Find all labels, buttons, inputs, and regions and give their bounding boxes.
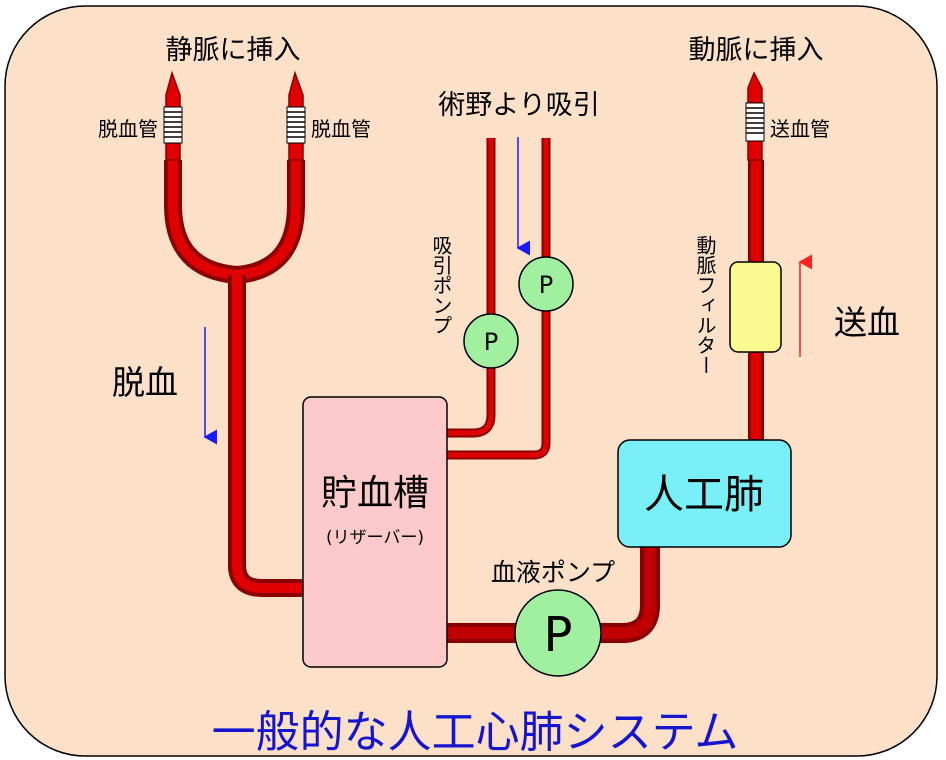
reservoir-sub-label: (リザーバー) xyxy=(326,528,424,548)
suction-pump-circle-upper xyxy=(518,256,574,312)
arterial-filter-label: 動脈フィルター xyxy=(693,235,717,375)
suction-pump-symbol-upper: P xyxy=(539,271,553,299)
drain-tube-right-label: 脱血管 xyxy=(311,117,371,141)
suction-pump-symbol-lower: P xyxy=(484,328,498,356)
right-drain-cannula xyxy=(286,70,306,161)
arterial-cannula xyxy=(745,71,765,161)
reservoir-label: 貯血槽 xyxy=(321,473,429,514)
drain-tube-left-label: 脱血管 xyxy=(98,117,158,141)
suction-pump-circle-lower xyxy=(463,313,519,369)
suction-tube-right xyxy=(447,138,551,460)
artery-insert-label: 動脈に挿入 xyxy=(689,35,824,66)
suction-pump-label: 吸引ポンプ xyxy=(429,235,453,335)
blood-pump-label: 血液ポンプ xyxy=(491,558,615,587)
suction-from-field-label: 術野より吸引 xyxy=(438,90,599,121)
oxygenator-label: 人工肺 xyxy=(644,472,764,518)
supply-label: 送血 xyxy=(834,303,900,342)
left-drain-cannula xyxy=(163,70,183,161)
diagram-title: 一般的な人工心肺システム xyxy=(212,707,739,758)
oxygenator-box xyxy=(617,439,792,548)
blood-pump-symbol: P xyxy=(544,607,573,663)
pump-to-oxygenator-tube xyxy=(600,545,660,643)
drainage-label: 脱血 xyxy=(112,363,178,402)
vein-insert-label: 静脈に挿入 xyxy=(166,35,301,66)
blood-pump-circle xyxy=(514,589,602,677)
supply-tube-label: 送血管 xyxy=(770,117,830,141)
suction-tube-left xyxy=(447,138,496,438)
arterial-filter xyxy=(729,261,782,353)
venous-drainage-tube xyxy=(164,160,305,597)
reservoir-box xyxy=(302,396,448,668)
